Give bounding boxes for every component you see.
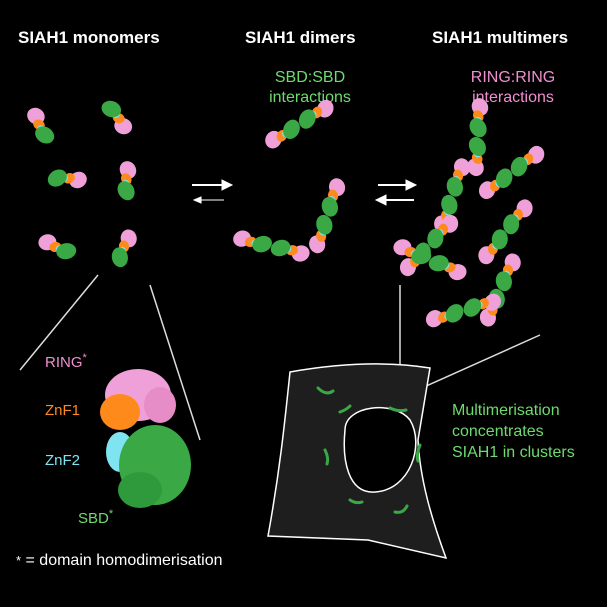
dimer (294, 176, 360, 255)
ring-asterisk: * (82, 352, 87, 364)
multimer-unit (422, 268, 504, 352)
znf2-domain-label: ZnF2 (45, 452, 81, 469)
dimer (262, 83, 336, 166)
cell-note-line2: concentrates (452, 423, 544, 440)
multimer-interaction-line2: interactions (472, 89, 554, 106)
siah1-clusters (316, 386, 422, 514)
zoom-lines (19, 274, 541, 441)
multimer-unit (478, 196, 534, 268)
monomer (106, 158, 149, 204)
header-multimers: SIAH1 multimers (432, 28, 569, 47)
ring-domain-label: RING* (45, 352, 87, 371)
header-monomers: SIAH1 monomers (18, 28, 160, 47)
monomer (37, 229, 78, 264)
equilibrium-arrow-2 (374, 179, 418, 206)
znf1-domain-label: ZnF1 (45, 402, 81, 419)
footnote-text: = domain homodimerisation (25, 552, 223, 569)
cell-illustration (267, 363, 448, 560)
footnote: * = domain homodimerisation (16, 552, 223, 570)
nucleus-outline (343, 407, 417, 493)
footnote-symbol: * (16, 553, 22, 568)
dimer-interaction-line1: SBD:SBD (274, 69, 346, 86)
multimer-unit (439, 95, 516, 179)
cell-note: Multimerisation concentrates SIAH1 in cl… (452, 400, 575, 463)
multimer-interaction-label: RING:RING interactions (448, 68, 578, 108)
ring-label-text: RING (45, 354, 83, 371)
equilibrium-arrow-1 (192, 179, 234, 204)
monomer (44, 158, 90, 201)
monomer (107, 228, 142, 269)
zoomed-monomer (100, 369, 191, 508)
dimer (231, 211, 312, 281)
cell-note-line3: SIAH1 in clusters (452, 444, 575, 461)
monomer (18, 104, 64, 147)
multimer-unit (470, 252, 531, 328)
cell-note-line1: Multimerisation (452, 402, 560, 419)
monomer (95, 98, 139, 137)
multimers-group (392, 95, 547, 352)
sbd-label-text: SBD (78, 510, 109, 527)
header-dimers: SIAH1 dimers (245, 28, 356, 47)
sbd-asterisk: * (108, 508, 114, 520)
monomers-group (18, 98, 149, 269)
multimer-unit (477, 132, 547, 213)
dimers-group (231, 83, 360, 281)
sbd-domain-label: SBD* (78, 508, 113, 527)
multimer-interaction-line1: RING:RING (470, 69, 556, 86)
